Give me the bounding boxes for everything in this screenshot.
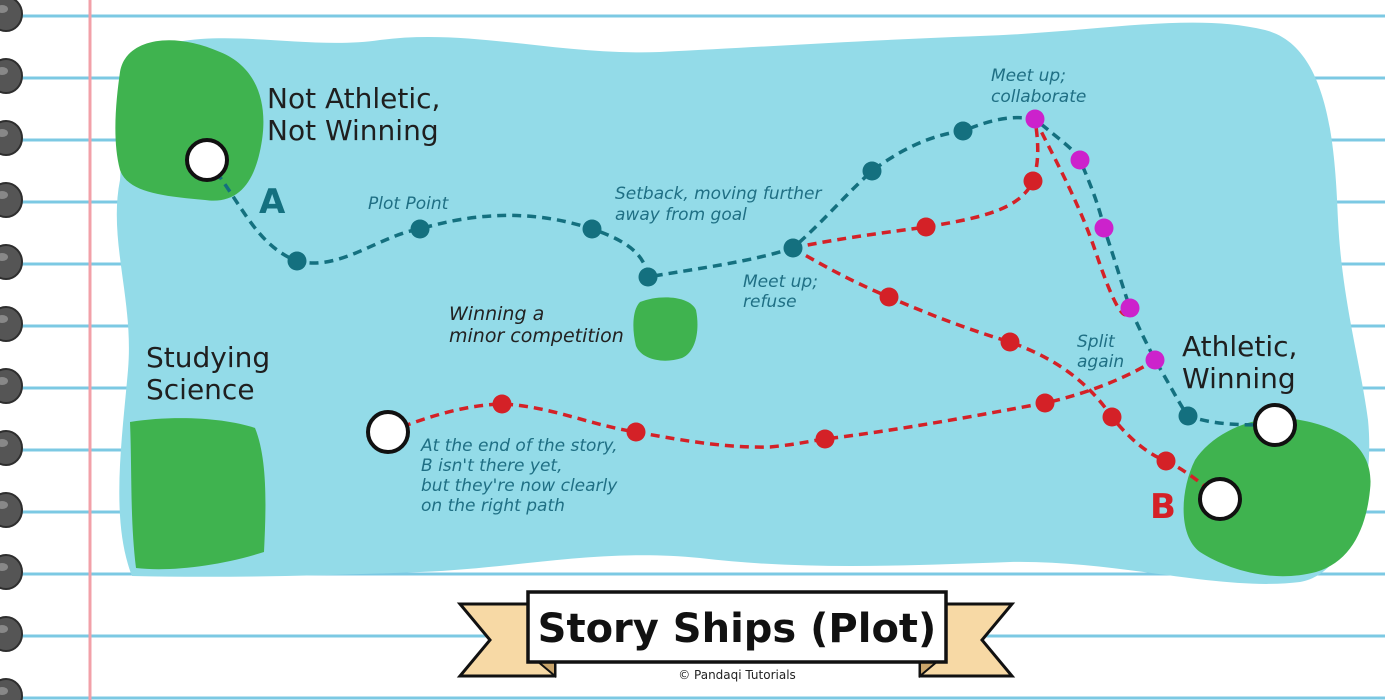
ring-highlight: [0, 129, 8, 137]
waypoint-collab: [1094, 218, 1114, 238]
waypoint-b: [492, 394, 512, 414]
ring-highlight: [0, 439, 8, 447]
ship-b-waypoints: [492, 171, 1176, 471]
waypoint-a: [287, 251, 307, 271]
endpoint-circles: [185, 138, 1297, 521]
notebook-ring-icon: [0, 0, 23, 32]
waypoint-a: [1178, 406, 1198, 426]
ribbon-banner-icon: [456, 590, 1016, 679]
waypoint-a: [582, 219, 602, 239]
waypoint-b: [626, 422, 646, 442]
land-studying-science: [130, 418, 266, 570]
notebook-ring-icon: [0, 368, 23, 404]
region-label-minor: minor competition: [449, 325, 624, 347]
note-setback: Setback, moving further: [615, 184, 822, 204]
notebook-ring-icon: [0, 430, 23, 466]
waypoint-b: [916, 217, 936, 237]
region-label-studying: Science: [146, 373, 255, 406]
notebook-ring-icon: [0, 554, 23, 590]
waypoint-b: [1023, 171, 1043, 191]
region-label-athletic: Athletic,: [1182, 330, 1297, 363]
notebook-ring-icon: [0, 306, 23, 342]
waypoint-a: [953, 121, 973, 141]
notebook-ring-icon: [0, 182, 23, 218]
waypoint-a: [410, 219, 430, 239]
note-end-of-story: on the right path: [421, 496, 565, 516]
notebook-ring-icon: [0, 616, 23, 652]
ring-highlight: [0, 501, 8, 509]
notebook-ring-icon: [0, 492, 23, 528]
collaboration-waypoints: [1025, 109, 1165, 370]
notebook-ring-icon: [0, 58, 23, 94]
note-plot-point: Plot Point: [368, 194, 450, 214]
start-circle-icon: [366, 410, 410, 454]
ring-highlight: [0, 191, 8, 199]
notebook-ring-icon: [0, 244, 23, 280]
end-circle-icon: [1198, 477, 1242, 521]
notebook-ring-icon: [0, 678, 23, 700]
note-setback: away from goal: [615, 205, 747, 225]
waypoint-b: [1035, 393, 1055, 413]
waypoint-collab: [1070, 150, 1090, 170]
note-split-again: Split: [1077, 332, 1116, 352]
region-label-athletic: Winning: [1182, 362, 1296, 395]
waypoint-b: [879, 287, 899, 307]
ring-highlight: [0, 5, 8, 13]
note-end-of-story: B isn't there yet,: [421, 456, 563, 476]
ring-highlight: [0, 253, 8, 261]
waypoint-collab: [1145, 350, 1165, 370]
waypoint-b: [1000, 332, 1020, 352]
waypoint-b: [815, 429, 835, 449]
waypoint-b: [1156, 451, 1176, 471]
start-circle-icon: [185, 138, 229, 182]
ring-highlight: [0, 315, 8, 323]
ring-highlight: [0, 563, 8, 571]
note-meet-refuse: Meet up;: [743, 272, 818, 292]
note-split-again: again: [1077, 352, 1124, 372]
note-meet-collaborate: Meet up;: [991, 66, 1066, 86]
waypoint-collab: [1025, 109, 1045, 129]
land-minor-competition: [633, 297, 698, 361]
waypoint-a: [783, 238, 803, 258]
ship-b-label: B: [1150, 487, 1176, 527]
ship-a-waypoints: [287, 121, 1198, 426]
region-label-minor: Winning a: [449, 303, 544, 325]
ring-highlight: [0, 625, 8, 633]
notebook-ring-icon: [0, 120, 23, 156]
note-meet-collaborate: collaborate: [991, 87, 1086, 107]
title-box: [526, 590, 948, 664]
region-label-studying: Studying: [146, 341, 270, 374]
waypoint-collab: [1120, 298, 1140, 318]
waypoint-b: [1102, 407, 1122, 427]
end-circle-icon: [1253, 403, 1297, 447]
notebook-rings: [0, 0, 23, 700]
ring-highlight: [0, 377, 8, 385]
land-athletic-winning: [1183, 418, 1371, 577]
ring-highlight: [0, 687, 8, 695]
region-label-not-athletic: Not Winning: [267, 114, 439, 147]
waypoint-a: [862, 161, 882, 181]
waypoint-a: [638, 267, 658, 287]
note-end-of-story: but they're now clearly: [421, 476, 618, 496]
note-end-of-story: At the end of the story,: [420, 436, 618, 456]
ship-b-path-upper: [792, 118, 1040, 250]
ship-a-label: A: [259, 182, 286, 222]
ring-highlight: [0, 67, 8, 75]
credit-text: © Pandaqi Tutorials: [678, 668, 796, 682]
page-title: Story Ships (Plot): [538, 606, 937, 652]
region-label-not-athletic: Not Athletic,: [267, 82, 440, 115]
note-meet-refuse: refuse: [743, 292, 797, 312]
